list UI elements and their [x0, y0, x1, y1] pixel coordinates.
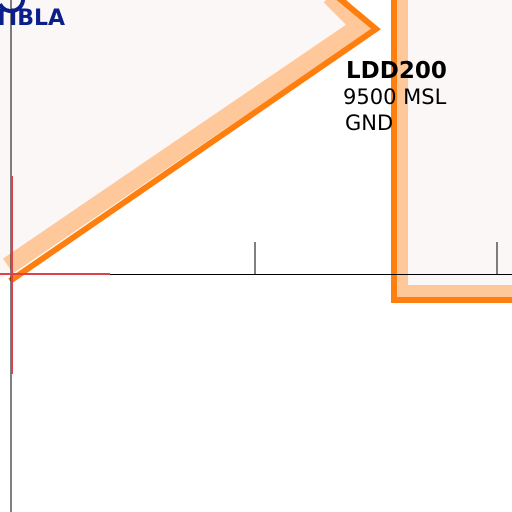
waypoint-ring-icon	[0, 0, 25, 14]
airspace-upper-limit: 9500 MSL	[343, 85, 447, 109]
place-label-tibla: TIBLA	[0, 6, 66, 31]
airspace-name-label: LDD200	[346, 58, 447, 84]
airspace-triangle-halo	[2, 0, 375, 274]
airspace-lower-limit: GND	[345, 111, 394, 135]
airspace-ldd200-halo	[396, 0, 512, 297]
airspace-triangle-border	[8, 0, 381, 284]
crosshair-marker	[0, 176, 110, 374]
airspace-ldd200[interactable]	[391, 0, 512, 303]
airspace-triangle[interactable]	[0, 0, 381, 284]
airspace-ldd200-border	[391, 0, 512, 303]
airspace-ldd200-fill	[394, 0, 512, 300]
